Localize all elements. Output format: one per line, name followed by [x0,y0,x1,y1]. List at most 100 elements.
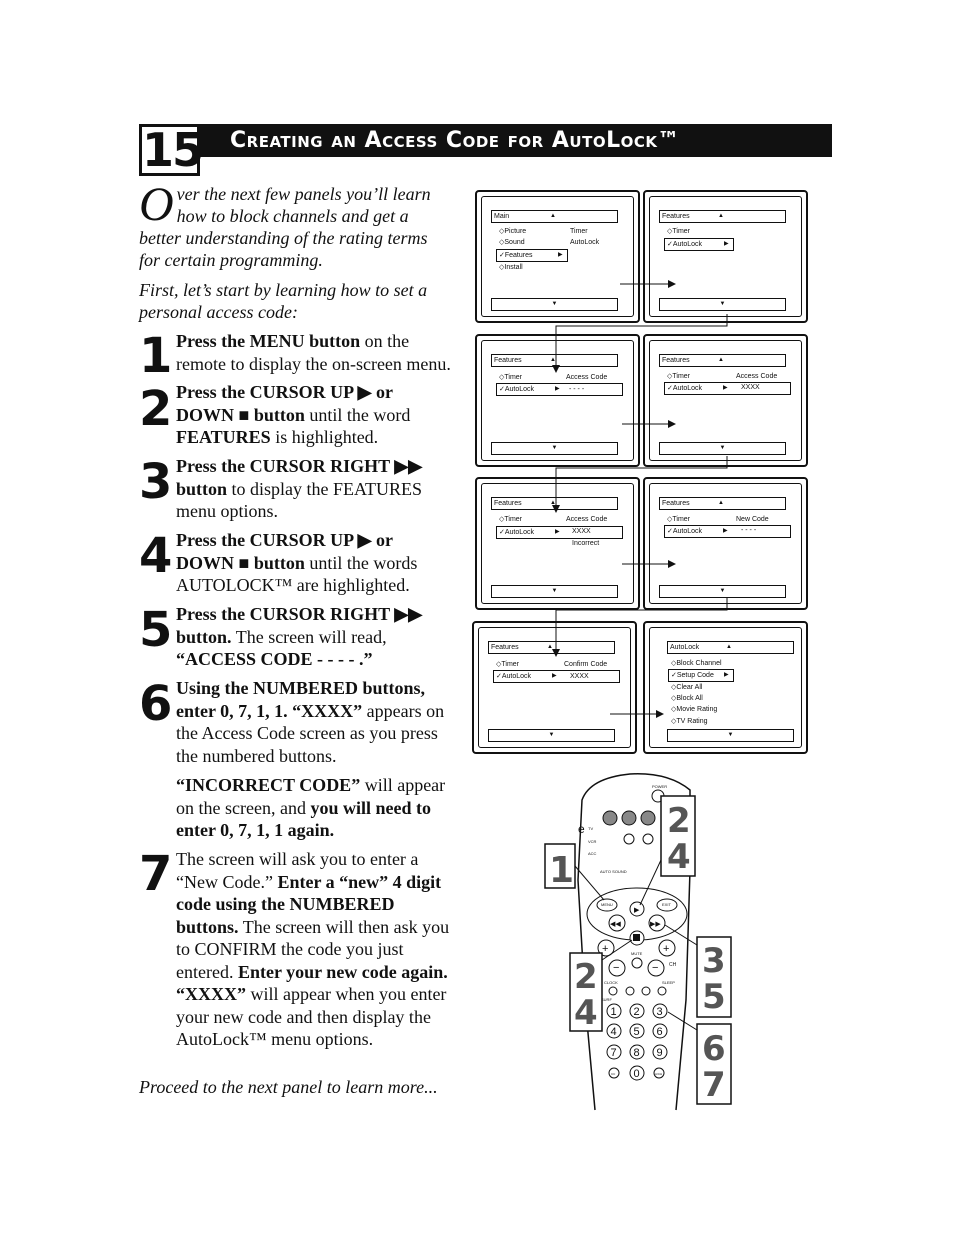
number-key-7 [606,1044,622,1060]
step-1-text: Press the MENU button on the remote to d… [176,331,451,374]
step-4-text: Press the CURSOR UP ▶ or DOWN ■ button u… [176,530,418,595]
menu-row-selected: ✓Setup Code▶ [668,669,734,682]
menu-row-selected: ✓AutoLock▶ [664,382,791,395]
screen-bottom-bar: ▼ [491,298,618,311]
menu-row: ◇Clear All [671,684,703,691]
ch-down-button [647,959,665,977]
screen-title: Features▲ [659,497,786,510]
number-key-4 [606,1023,622,1039]
step-number-6: 6 [139,676,173,732]
submenu-text: Access Code [736,373,778,380]
tv-screen-autolock-menu: AutoLock▲ ◇Block Channel ✓Setup Code▶ ◇C… [643,621,808,754]
screen-title: Features▲ [659,354,786,367]
number-key-label: 8 [634,1047,640,1059]
menu-row: ◇Timer [667,228,691,235]
number-key-label: 2 [634,1006,640,1018]
ch-up-button [658,939,676,957]
menu-row: ◇TV Rating [671,718,708,725]
error-text: Incorrect [572,540,600,547]
submenu-text: Timer [570,228,588,235]
clock-button [608,986,618,996]
callout-67-a: 6 [702,1029,726,1069]
menu-row-selected: ✓AutoLock▶ [496,383,623,396]
auto-sound-label: AUTO SOUND [600,869,627,874]
vol-down-button [608,959,626,977]
code-value: XXXX [741,384,760,391]
step-3-text: Press the CURSOR RIGHT ▶▶ button to disp… [176,456,423,521]
number-key-label: 3 [657,1006,663,1018]
callout-24-top-b: 4 [667,837,691,877]
callout-box-24-bottom [569,952,603,1032]
intro-text: ver the next few panels you’ll learn how… [139,184,431,270]
number-key-2 [629,1003,645,1019]
number-key-label: 1 [611,1006,617,1018]
step-number-2: 2 [139,381,173,437]
menu-row-selected: ✓AutoLock▶ [664,525,791,538]
callout-box-24-top [660,795,696,877]
number-key-label: 6 [657,1026,663,1038]
vol-up-button [597,939,615,957]
a-ch-label: A/CH [655,1072,662,1076]
power-label: POWER [652,784,667,789]
exit-button [656,898,678,912]
number-key-8 [629,1044,645,1060]
screen-title: Features▲ [659,210,786,223]
submenu-text: New Code [736,516,769,523]
tv-screen-access-code-blank: Features▲ ◇Timer ✓AutoLock▶ Access Code … [475,334,640,467]
menu-row: ◇Sound [499,239,525,246]
proceed-note: Proceed to the next panel to learn more.… [139,1077,438,1097]
svg-text:−: − [613,962,619,974]
screen-title: Features▲ [488,641,615,654]
svg-text:+: + [602,943,608,955]
step-6-note: “INCORRECT CODE” will appear on the scre… [176,775,446,840]
menu-row-selected: ✓Features▶ [496,249,568,262]
step-number-4: 4 [139,528,173,584]
tv-screen-access-code-entered: Features▲ ◇Timer ✓AutoLock▶ Access Code … [643,334,808,467]
screen-bottom-bar: ▼ [667,729,794,742]
number-key-label: 4 [611,1026,617,1038]
menu-row: ◇Timer [499,374,523,381]
cc-button [608,1067,620,1079]
menu-row-selected: ✓AutoLock▶ [664,238,734,251]
clock-label: CLOCK [604,980,618,985]
ch-label: CH [669,962,677,968]
tv-screen-new-code: Features▲ ◇Timer ✓AutoLock▶ New Code - -… [643,477,808,610]
callout-35-a: 3 [702,941,726,981]
vcr-label: VCR [588,839,597,844]
menu-button [596,898,618,912]
color-button-2 [621,810,637,826]
cursor-right-button [648,914,666,932]
tv-screen-main-menu: Main▲ ◇Picture ◇Sound ✓Features▶ ◇Instal… [475,190,640,323]
menu-row: ◇Block Channel [671,660,722,667]
callout-24-top-a: 2 [667,801,691,841]
svg-text:−: − [652,962,658,974]
cursor-left-button [608,914,626,932]
step-number-3: 3 [139,454,173,510]
color-button-3 [640,810,656,826]
mute-label: MUTE [631,951,643,956]
tv-screen-incorrect-code: Features▲ ◇Timer ✓AutoLock▶ Access Code … [475,477,640,610]
small-button-1 [625,986,635,996]
page-title: Creating an Access Code for AutoLock™ [200,124,832,157]
submenu-text: AutoLock [570,239,600,246]
svg-text:◀◀: ◀◀ [610,921,621,928]
callout-24-bottom-b: 4 [574,993,598,1033]
callout-24-bottom-a: 2 [574,957,598,997]
round-button-1 [623,833,635,845]
menu-row-selected: ✓AutoLock▶ [493,670,620,683]
menu-row: ◇Timer [499,516,523,523]
screen-bottom-bar: ▼ [659,585,786,598]
brand-mark: e [578,822,585,836]
a-ch-button [653,1067,665,1079]
number-key-6 [652,1023,668,1039]
tv-screen-confirm-code: Features▲ ◇Timer ✓AutoLock▶ Confirm Code… [472,621,637,754]
callout-67-b: 7 [702,1065,726,1105]
color-button-1 [602,810,618,826]
number-key-label: 5 [634,1026,640,1038]
menu-row: ◇Movie Rating [671,706,718,713]
step-number-7: 7 [139,846,173,902]
drop-cap: O [139,178,174,231]
callout-box-1 [544,843,576,889]
